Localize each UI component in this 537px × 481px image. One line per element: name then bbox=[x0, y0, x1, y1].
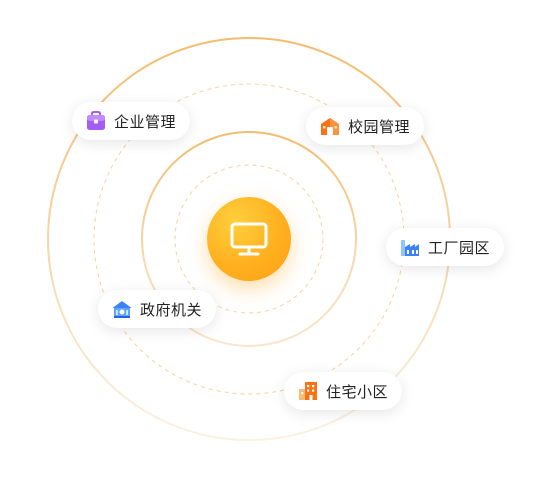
node-label: 政府机关 bbox=[140, 300, 203, 319]
node-enterprise[interactable]: 企业管理 bbox=[72, 102, 190, 140]
node-label: 校园管理 bbox=[348, 117, 411, 136]
monitor-icon bbox=[230, 222, 268, 256]
node-label: 工厂园区 bbox=[428, 238, 491, 257]
node-label: 住宅小区 bbox=[326, 382, 389, 401]
node-label: 企业管理 bbox=[114, 112, 177, 131]
node-government[interactable]: 政府机关 bbox=[98, 290, 216, 328]
school-building-icon bbox=[318, 114, 342, 138]
node-campus[interactable]: 校园管理 bbox=[306, 107, 424, 145]
node-residential[interactable]: 住宅小区 bbox=[284, 372, 402, 410]
node-factory[interactable]: 工厂园区 bbox=[386, 228, 504, 266]
government-building-icon bbox=[110, 297, 134, 321]
inner-dashed-ring bbox=[174, 164, 324, 314]
enterprise-briefcase-icon bbox=[84, 109, 108, 133]
factory-icon bbox=[398, 235, 422, 259]
residential-building-icon bbox=[296, 379, 320, 403]
middle-ring bbox=[141, 131, 357, 347]
central-hub[interactable] bbox=[207, 197, 291, 281]
